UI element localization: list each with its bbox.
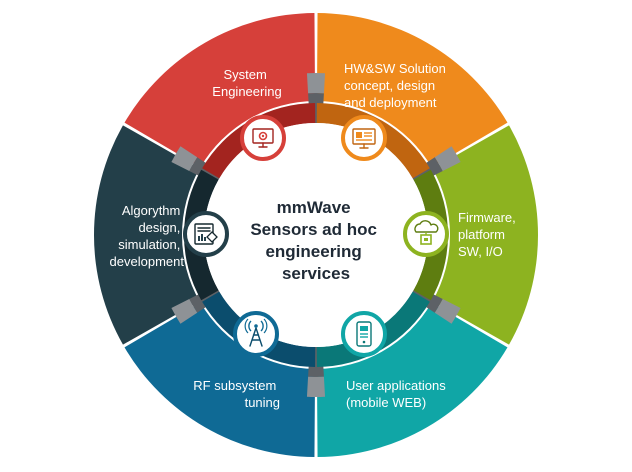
center-title-line-3: engineering	[265, 242, 361, 261]
segment-system-engineering	[124, 13, 316, 168]
label-hw-sw-solution: HW&SW Solution concept, design and deplo…	[344, 61, 450, 110]
monitor-code-icon	[341, 115, 387, 161]
label-firmware: Firmware, platform SW, I/O	[458, 210, 519, 259]
segment-band-rf-subsystem	[202, 291, 316, 367]
label-rf-subsystem: RF subsystem tuning	[193, 378, 280, 410]
center-title: mmWave Sensors ad hoc engineering servic…	[250, 198, 381, 283]
segments-layer	[93, 13, 539, 457]
segment-user-applications	[316, 302, 508, 457]
icon-badge-ring	[183, 211, 229, 257]
label-user-applications: User applications (mobile WEB)	[346, 378, 449, 410]
connector-block	[306, 376, 326, 397]
icons-layer	[183, 115, 449, 357]
icon-badge-ring	[341, 115, 387, 161]
label-algorythm: Algorythm design, simulation, developmen…	[110, 203, 185, 269]
segment-band-user-applications	[316, 291, 430, 367]
icon-badge-ring	[233, 311, 279, 357]
antenna-tower-icon	[233, 311, 279, 357]
segment-rf-subsystem	[124, 302, 316, 457]
icon-badge-ring	[240, 115, 286, 161]
monitor-gear-icon	[240, 115, 286, 161]
connector-block	[171, 146, 198, 171]
mobile-app-icon	[341, 311, 387, 357]
connector-block	[171, 299, 198, 324]
cloud-chip-icon	[403, 211, 449, 257]
segment-firmware	[432, 125, 539, 345]
connector-block	[434, 299, 461, 324]
segment-band-hw-sw-solution	[316, 103, 430, 179]
connector-block	[306, 73, 326, 94]
center-title-line-1: mmWave	[277, 198, 351, 217]
label-system-engineering: System Engineering	[212, 67, 281, 99]
segment-band-system-engineering	[202, 103, 316, 179]
center-title-line-4: services	[282, 264, 350, 283]
connector-block	[434, 146, 461, 171]
segment-algorythm	[93, 125, 200, 345]
document-chart-icon	[183, 211, 229, 257]
center-circle	[204, 123, 428, 347]
center-title-line-2: Sensors ad hoc	[250, 220, 377, 239]
segment-hw-sw-solution	[316, 13, 508, 168]
